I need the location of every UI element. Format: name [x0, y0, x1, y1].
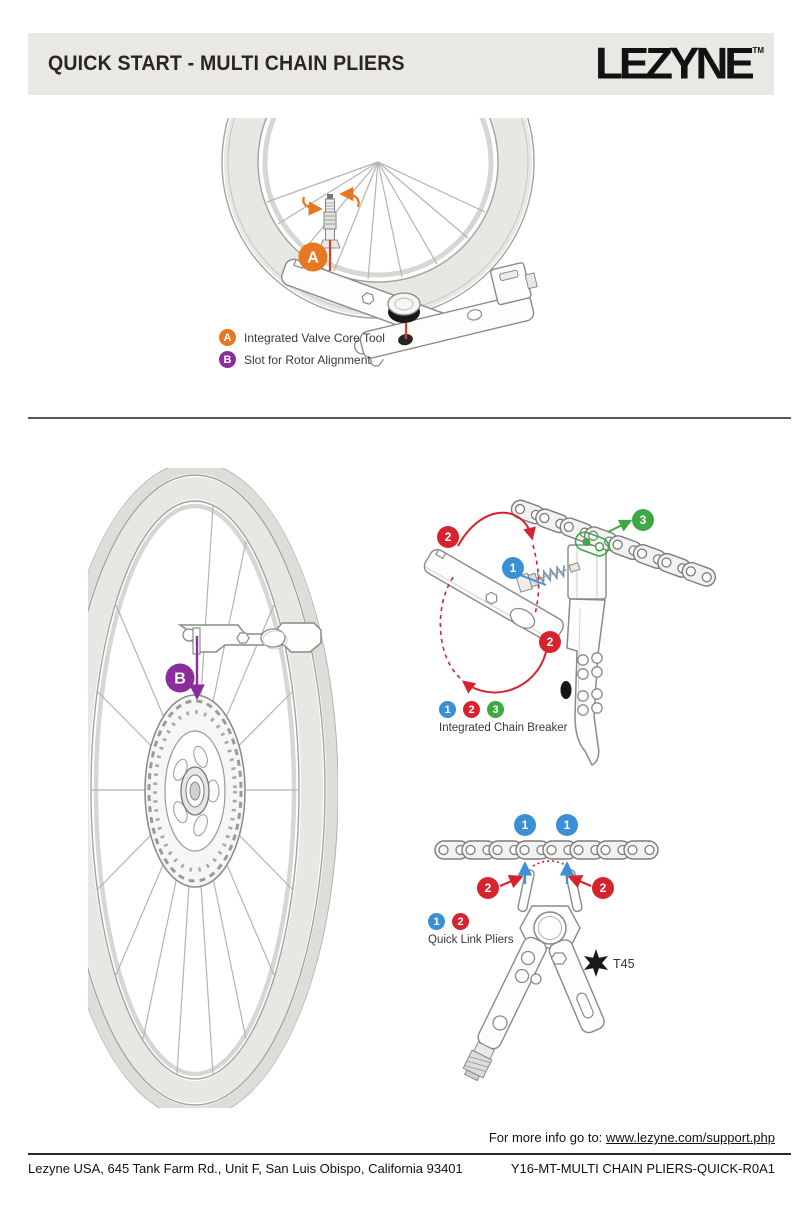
quick-link-green	[574, 531, 610, 557]
svg-text:1: 1	[564, 818, 571, 832]
svg-text:T45: T45	[613, 957, 635, 971]
quick-link-pliers-illustration: 1 1 2 2 T45	[434, 814, 659, 1082]
disc-rotor-art	[144, 694, 246, 888]
pliers-arm-right	[548, 939, 605, 1034]
document-code: Y16-MT-MULTI CHAIN PLIERS-QUICK-R0A1	[510, 1161, 775, 1176]
marker-b-badge: B	[165, 663, 195, 693]
rotor-alignment-illustration: B	[88, 468, 338, 1108]
step-badges: 1 1 2 2	[477, 814, 614, 899]
legend-b-text: Slot for Rotor Alignment	[244, 352, 371, 367]
step1-leader	[519, 574, 547, 586]
chain-breaker-caption: Integrated Chain Breaker	[439, 722, 568, 734]
step1-icon: 1	[439, 701, 456, 718]
marker-a-icon: A	[219, 329, 236, 346]
chain-clamp-head	[490, 262, 538, 306]
pliers-arm-left	[462, 936, 547, 1082]
page-title: QUICK START - MULTI CHAIN PLIERS	[48, 52, 405, 75]
quick-link-caption: Quick Link Pliers	[428, 934, 514, 946]
valve-tool-illustration: A	[221, 118, 538, 367]
rotation-arrows-icon	[302, 186, 360, 216]
support-info: For more info go to: www.lezyne.com/supp…	[489, 1130, 775, 1145]
torx-star-icon	[583, 949, 609, 977]
chain-art	[508, 497, 719, 590]
quick-link-legend: 1 2 Quick Link Pliers	[428, 913, 514, 946]
marker-b-icon: B	[219, 351, 236, 368]
brand-wordmark: LEZYNE	[594, 38, 755, 89]
step2-icon: 2	[463, 701, 480, 718]
chain-art	[434, 840, 659, 860]
chain-clamp	[567, 544, 607, 600]
footer-divider	[28, 1153, 791, 1155]
pliers-art	[462, 869, 605, 1082]
svg-text:2: 2	[445, 530, 452, 544]
step2-icon: 2	[452, 913, 469, 930]
step-badges: 1 2 2 3	[437, 509, 654, 653]
trademark-symbol: TM	[752, 46, 764, 55]
jaw-path-dotted	[532, 860, 568, 867]
svg-text:2: 2	[485, 881, 492, 895]
company-address: Lezyne USA, 645 Tank Farm Rd., Unit F, S…	[28, 1161, 463, 1176]
torx-size-marking: T45	[583, 949, 635, 977]
section-divider	[28, 417, 791, 419]
svg-text:1: 1	[510, 561, 517, 575]
step1-icon: 1	[428, 913, 445, 930]
multi-tool-art	[281, 258, 538, 367]
svg-text:1: 1	[522, 818, 529, 832]
legend-row-b: B Slot for Rotor Alignment	[219, 351, 385, 368]
chain-breaker-legend: 1 2 3 Integrated Chain Breaker	[439, 701, 568, 734]
chain-breaker-illustration: 1 2 2 3	[423, 497, 719, 767]
step-arrows	[499, 861, 592, 889]
step3-icon: 3	[487, 701, 504, 718]
svg-text:2: 2	[600, 881, 607, 895]
support-url-link[interactable]: www.lezyne.com/support.php	[605, 1130, 775, 1145]
rotor-tool-art	[177, 622, 322, 655]
support-info-prefix: For more info go to:	[488, 1130, 606, 1145]
legend-a-text: Integrated Valve Core Tool	[244, 330, 385, 345]
header-band: QUICK START - MULTI CHAIN PLIERS LEZYNE …	[28, 33, 774, 95]
spokes	[266, 161, 486, 280]
svg-text:2: 2	[547, 635, 554, 649]
torx-cutout	[550, 952, 568, 965]
valve-stem	[319, 194, 341, 249]
svg-text:3: 3	[640, 513, 647, 527]
marker-a-badge: A	[298, 242, 328, 272]
svg-text:A: A	[307, 250, 319, 267]
step3-arrow	[607, 519, 633, 533]
breaker-body-art	[423, 548, 606, 767]
front-wheel-art	[221, 118, 535, 319]
valve-tool-legend: A Integrated Valve Core Tool B Slot for …	[219, 329, 385, 373]
rotation-path-arrows	[439, 511, 547, 694]
legend-row-a: A Integrated Valve Core Tool	[219, 329, 385, 346]
svg-text:B: B	[174, 671, 186, 688]
lezyne-logo: LEZYNE TM	[595, 41, 764, 86]
